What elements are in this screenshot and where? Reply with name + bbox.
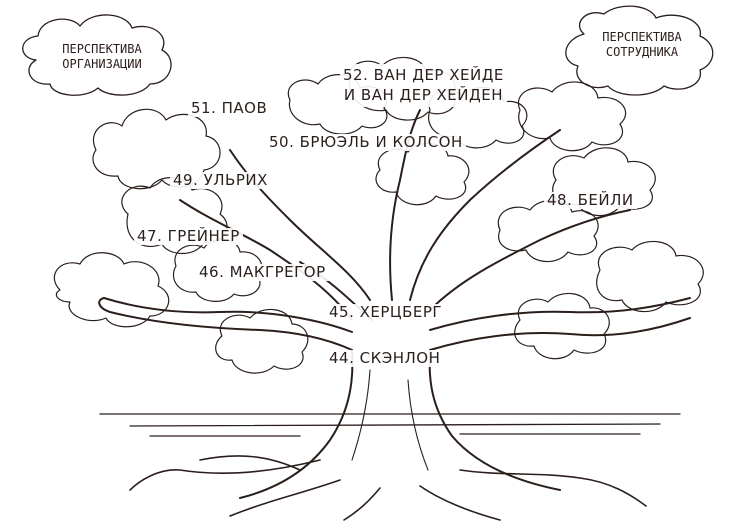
- label-44: 44. СКЭНЛОН: [326, 350, 444, 367]
- label-52-line-1: 52. ВАН ДЕР ХЕЙДЕ: [343, 66, 504, 84]
- label-46: 46. МАКГРЕГОР: [196, 264, 329, 281]
- label-52-line-2: И ВАН ДЕР ХЕЙДЕН: [343, 86, 503, 105]
- label-52: 52. ВАН ДЕР ХЕЙДЕ И ВАН ДЕР ХЕЙДЕН: [340, 64, 507, 107]
- label-47: 47. ГРЕЙНЕР: [134, 228, 243, 245]
- ground-line: [99, 413, 681, 437]
- cloud-right-line-2: СОТРУДНИКА: [605, 45, 679, 59]
- label-49: 49. УЛЬРИХ: [170, 172, 271, 189]
- cloud-left-label: ПЕРСПЕКТИВА ОРГАНИЗАЦИИ: [46, 42, 158, 72]
- cloud-right-line-1: ПЕРСПЕКТИВА: [602, 30, 682, 44]
- label-50: 50. БРЮЭЛЬ И КОЛСОН: [266, 134, 466, 151]
- cloud-right-label: ПЕРСПЕКТИВА СОТРУДНИКА: [588, 30, 696, 60]
- cloud-left-shape: [22, 14, 172, 96]
- cloud-left-line-1: ПЕРСПЕКТИВА: [62, 42, 142, 56]
- trunk-left-edge: [239, 349, 354, 499]
- cloud-left-line-2: ОРГАНИЗАЦИИ: [62, 57, 142, 71]
- label-48: 48. БЕЙЛИ: [544, 192, 637, 209]
- roots: [129, 455, 647, 521]
- label-51: 51. ПАОВ: [188, 100, 271, 117]
- trunk-right-edge: [428, 349, 561, 491]
- trunk-inner: [351, 369, 429, 471]
- label-45: 45. ХЕРЦБЕРГ: [326, 304, 446, 321]
- cloud-right-shape: [565, 5, 714, 96]
